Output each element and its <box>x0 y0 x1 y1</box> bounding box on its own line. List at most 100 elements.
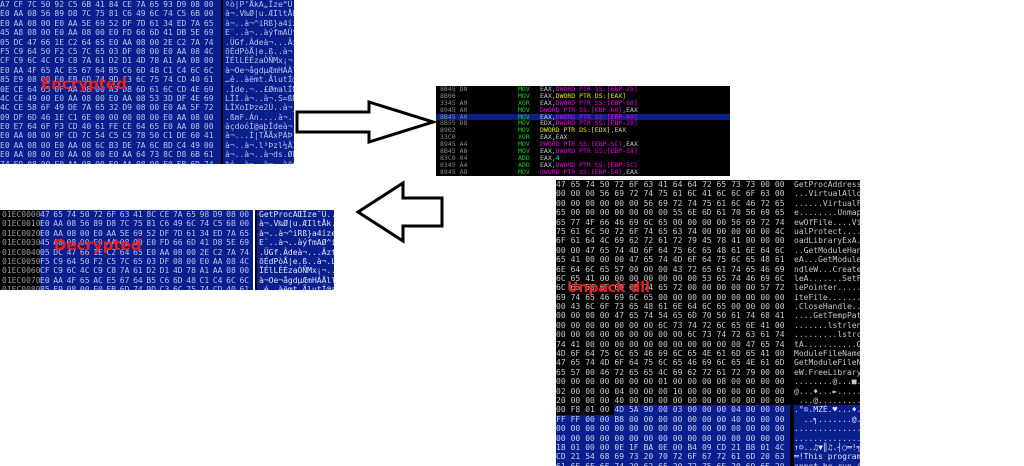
hex-byte: 61 <box>149 84 160 94</box>
hex-byte: 79 <box>687 236 697 246</box>
hex-byte: 74 <box>204 160 218 164</box>
hex-byte: 00 <box>585 442 600 453</box>
hex-byte: 08 <box>135 103 146 113</box>
hex-byte: 00 <box>643 377 654 387</box>
hex-byte: 00 <box>701 339 712 349</box>
address: 01EC0050 <box>2 256 41 266</box>
hex-byte: CE <box>122 122 132 132</box>
hex-byte: 61 <box>203 150 214 160</box>
hex-byte: 00 <box>687 424 702 434</box>
hex-byte: 00 <box>599 405 610 415</box>
hex-byte: FF <box>570 414 586 425</box>
hex-byte: 00 <box>716 395 727 405</box>
hex-byte: 41 <box>760 349 770 359</box>
hex-byte: D8 <box>122 84 132 94</box>
hex-byte: 46 <box>40 112 51 122</box>
hex-byte: 00 <box>556 189 566 199</box>
hex-byte: 00 <box>774 377 785 387</box>
hex-byte: 72 <box>760 217 770 227</box>
ascii-row: té..à¬..à¬..àëmt <box>225 160 294 164</box>
hex-byte: A1 <box>199 266 210 276</box>
hex-byte: 03 <box>108 46 119 56</box>
hex-byte: 00 <box>40 18 51 28</box>
hex-byte: 47 <box>614 311 625 321</box>
hex-byte: 6C <box>731 198 741 208</box>
hex-byte: 64 <box>672 180 683 189</box>
hex-byte: 54 <box>585 452 600 462</box>
hex-byte: E0 <box>199 256 210 266</box>
hex-byte: 65 <box>716 273 727 283</box>
hex-byte: 74 <box>687 198 697 208</box>
ascii-row: ÏÉlLÉÈzaÒÑMx¡¬.. <box>259 266 334 276</box>
hex-byte: 6F <box>599 461 615 466</box>
hex-byte: 69 <box>614 283 625 293</box>
hex-byte: AA <box>67 84 78 94</box>
hex-byte: 00 <box>701 217 712 227</box>
hex-byte: 00 <box>687 414 702 425</box>
hex-byte: 6B <box>190 150 200 160</box>
ascii-row: .ÜGf.Âdeà¬...Âzt <box>259 247 334 257</box>
hex-byte: 6D <box>149 28 160 38</box>
hex-byte: 50 <box>40 46 51 56</box>
hex-byte: E0 <box>54 18 65 28</box>
hex-byte: 46 <box>599 367 610 377</box>
hex-byte: 00 <box>745 292 756 302</box>
hex-byte: 6C <box>66 266 77 276</box>
hex-byte: 6C <box>716 189 727 199</box>
hex-byte: 43 <box>672 264 683 274</box>
hex-byte: CE <box>159 210 170 219</box>
hex-byte: 00 <box>570 386 581 396</box>
hex-byte: 78 <box>135 131 146 141</box>
hex-byte: 00 <box>585 189 595 199</box>
mnemonic: ADD <box>518 153 530 162</box>
operand-part: ,EAX <box>610 126 627 135</box>
opcode-bytes: 8B45 A8 <box>440 147 468 156</box>
hex-byte: 00 <box>716 283 727 293</box>
hex-byte: 65 <box>40 65 51 75</box>
hex-byte: 66 <box>172 238 183 248</box>
hex-byte: 00 <box>556 424 571 434</box>
hex-byte: 64 <box>687 302 697 312</box>
hex-byte: 08 <box>27 28 37 38</box>
hex-byte: 72 <box>760 198 770 208</box>
hex-byte: 00 <box>628 377 639 387</box>
hex-byte: 74 <box>0 160 14 164</box>
hex-byte: 00 <box>745 226 756 236</box>
hex-byte: 74 <box>774 339 785 349</box>
hex-byte: 78 <box>186 266 196 276</box>
hex-byte: 64 <box>135 150 146 160</box>
hex-byte: 64 <box>66 256 77 266</box>
hex-byte: 63 <box>760 189 770 199</box>
hex-byte: E0 <box>0 122 10 132</box>
hex-byte: 00 <box>150 160 164 164</box>
hex-byte: 4C <box>239 256 250 266</box>
hex-byte: 56 <box>643 198 654 208</box>
hex-byte: 65 <box>95 37 105 47</box>
hex-byte: 00 <box>614 339 625 349</box>
opcode-bytes: 83C0 04 <box>440 153 468 162</box>
hex-byte: E0 <box>0 140 10 150</box>
hex-byte: C2 <box>212 247 223 257</box>
hex-byte: 6C <box>658 320 668 330</box>
hex-byte: 00 <box>760 414 775 425</box>
hex-byte: 65 <box>628 302 639 312</box>
hex-byte: 74 <box>643 189 654 199</box>
hex-byte: DF <box>159 256 170 266</box>
hex-byte: 00 <box>599 377 610 387</box>
hex-byte: 74 <box>774 330 785 340</box>
hex-byte: 56 <box>40 9 51 19</box>
hex-byte: C5 <box>108 131 119 141</box>
hex-byte: 00 <box>731 433 746 443</box>
hex-byte: AA <box>13 150 24 160</box>
hex-byte: 46 <box>745 198 756 208</box>
hex-byte: 48 <box>149 65 160 75</box>
ascii-row: .........lstrcat <box>794 330 860 340</box>
hex-byte: 6C <box>149 9 160 19</box>
